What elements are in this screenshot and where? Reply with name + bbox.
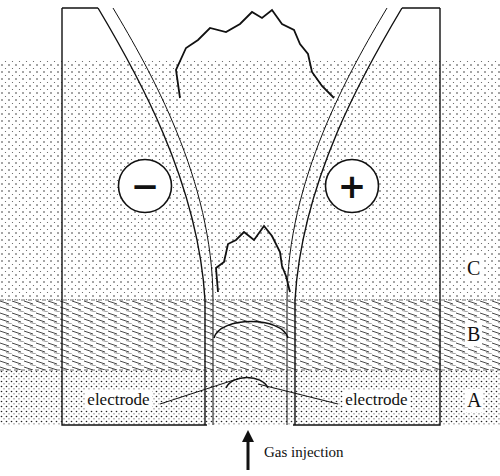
- polarity-sign: −: [131, 166, 160, 206]
- electrode-label-box: electrode: [339, 387, 414, 413]
- layer-letter: B: [465, 323, 482, 346]
- leader-line: [160, 378, 338, 404]
- electrode-label: electrode: [85, 390, 151, 410]
- layer-a-fill: [0, 370, 500, 425]
- polarity-circle: +: [324, 158, 380, 214]
- polarity-sign: +: [338, 166, 367, 206]
- electrode-label: electrode: [343, 390, 409, 410]
- layer-c-fill: [0, 60, 500, 300]
- layer-letter: C: [465, 257, 482, 280]
- gas-injection-arrow: [242, 430, 254, 470]
- gas-bubble: [214, 322, 288, 389]
- layer-letter: A: [465, 389, 483, 412]
- fracture-outline: [176, 10, 334, 292]
- gas-injection-label: Gas injection: [264, 444, 344, 461]
- layer-b-fill: [0, 300, 500, 370]
- electrode-outline: [62, 8, 440, 425]
- polarity-circle: −: [117, 158, 173, 214]
- electrode-label-box: electrode: [81, 387, 156, 413]
